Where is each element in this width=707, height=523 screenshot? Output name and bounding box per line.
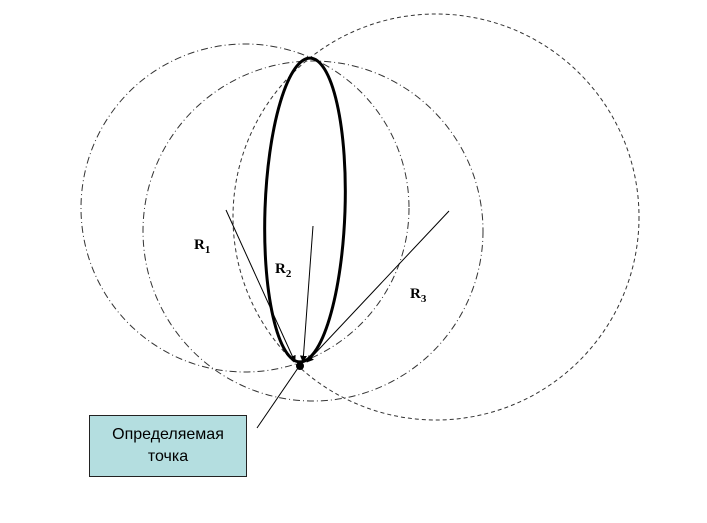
determined-point-callout: Определяемая точка	[89, 415, 247, 477]
radius-vector-r2	[299, 225, 314, 363]
circle-r1	[80, 43, 410, 373]
callout-leader	[256, 367, 299, 429]
label-r3: R3	[410, 286, 427, 305]
label-r2: R2	[275, 261, 292, 280]
radius-vector-r3	[306, 210, 450, 363]
error-ellipse	[263, 56, 347, 364]
callout-line-1: Определяемая	[112, 426, 224, 443]
callout-line-2: точка	[147, 448, 189, 465]
circle-r2	[142, 60, 484, 402]
label-r1: R1	[194, 237, 210, 256]
circle-r3	[232, 13, 640, 421]
radius-vector-r1	[225, 209, 296, 363]
